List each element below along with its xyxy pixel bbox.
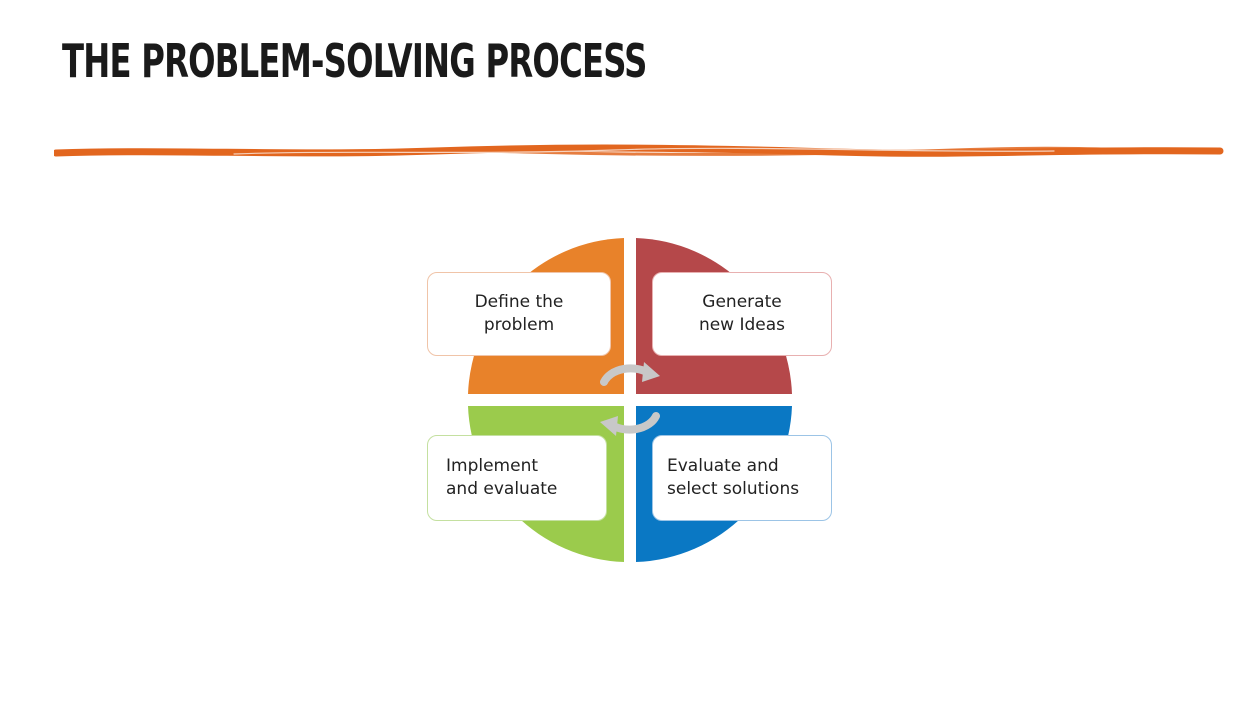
step-evaluate-select: Evaluate and select solutions bbox=[652, 435, 832, 521]
step-implement-evaluate: Implement and evaluate bbox=[427, 435, 607, 521]
title-underline bbox=[54, 144, 1224, 157]
step-evaluate-label: Evaluate and select solutions bbox=[667, 456, 800, 499]
step-generate-ideas: Generate new Ideas bbox=[652, 272, 832, 356]
problem-solving-cycle-diagram: Define the problem Generate new Ideas Im… bbox=[420, 228, 840, 568]
step-define-label: Define the problem bbox=[474, 292, 564, 335]
step-implement-label: Implement and evaluate bbox=[446, 456, 558, 499]
step-define-problem: Define the problem bbox=[427, 272, 611, 356]
slide-title: THE PROBLEM-SOLVING PROCESS bbox=[62, 34, 647, 88]
step-generate-label: Generate new Ideas bbox=[698, 292, 786, 335]
cycle-arrows-icon bbox=[600, 362, 660, 436]
